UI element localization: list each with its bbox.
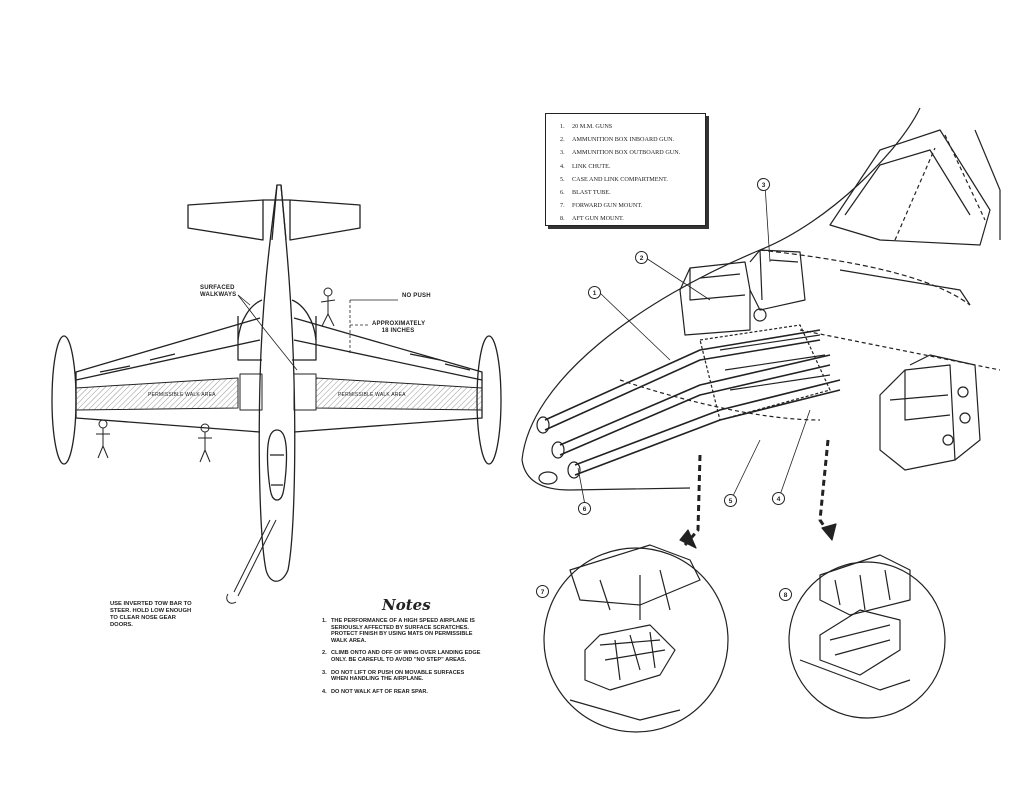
case-compartment-arrow	[818, 439, 832, 536]
legend-item: 1.20 M.M. GUNS	[560, 123, 613, 130]
notes-list: 1.THE PERFORMANCE OF A HIGH SPEED AIRPLA…	[322, 618, 482, 695]
parts-legend: 1.20 M.M. GUNS 2.AMMUNITION BOX INBOARD …	[545, 113, 706, 226]
legend-item: 6.BLAST TUBE.	[560, 189, 611, 197]
notes-block: Notes 1.THE PERFORMANCE OF A HIGH SPEED …	[322, 596, 482, 701]
walk-area-left-label: PERMISSIBLE WALK AREA	[148, 392, 216, 398]
surfaced-walkways-label: SURFACED WALKWAYS	[200, 285, 237, 298]
walk-area-right-label: PERMISSIBLE WALK AREA	[338, 392, 406, 398]
legend-item: 7.FORWARD GUN MOUNT.	[560, 202, 643, 210]
legend-list: 1.20 M.M. GUNS 2.AMMUNITION BOX INBOARD …	[560, 120, 705, 226]
gun-muzzles	[536, 416, 581, 485]
legend-item: 3.AMMUNITION BOX OUTBOARD GUN.	[560, 149, 681, 157]
no-push-label: NO PUSH	[402, 293, 431, 299]
legend-item: 8.AFT GUN MOUNT.	[560, 215, 624, 223]
note-item: 1.THE PERFORMANCE OF A HIGH SPEED AIRPLA…	[322, 618, 475, 644]
callout-4: 4	[772, 492, 785, 505]
nose-outline	[521, 107, 921, 461]
forward-mount-detail	[543, 547, 729, 733]
ammo-box-outboard	[749, 249, 806, 322]
callout-1: 1	[588, 286, 601, 299]
side-ammo-boxes	[879, 354, 981, 471]
fuselage	[258, 184, 296, 582]
legend-item: 2.AMMUNITION BOX INBOARD GUN.	[560, 136, 675, 144]
callout-8: 8	[779, 588, 792, 601]
callout-3: 3	[757, 178, 770, 191]
ammo-box-inboard	[679, 261, 751, 336]
horizontal-stabilizer	[187, 199, 264, 241]
callout-6: 6	[578, 502, 591, 515]
note-item: 4.DO NOT WALK AFT OF REAR SPAR.	[322, 688, 428, 695]
canopy	[266, 429, 288, 501]
note-item: 3.DO NOT LIFT OR PUSH ON MOVABLE SURFACE…	[322, 669, 465, 683]
link-chute-arrow	[683, 454, 702, 546]
notes-title: Notes	[382, 596, 431, 614]
note-item: 2.CLIMB ONTO AND OFF OF WING OVER LANDIN…	[322, 650, 481, 663]
callout-7: 7	[536, 585, 549, 598]
callout-5: 5	[724, 494, 737, 507]
aft-mount-detail	[788, 561, 946, 719]
tow-bar-note: USE INVERTED TOW BAR TO STEER. HOLD LOW …	[110, 601, 192, 628]
canopy-frame	[829, 129, 991, 246]
legend-item: 4.LINK CHUTE.	[560, 162, 611, 170]
approximately-label: APPROXIMATELY 18 INCHES	[372, 321, 426, 334]
callout-2: 2	[635, 251, 648, 264]
person-figures	[96, 287, 336, 463]
gun-barrels	[544, 329, 841, 476]
legend-item: 5.CASE AND LINK COMPARTMENT.	[560, 175, 668, 183]
